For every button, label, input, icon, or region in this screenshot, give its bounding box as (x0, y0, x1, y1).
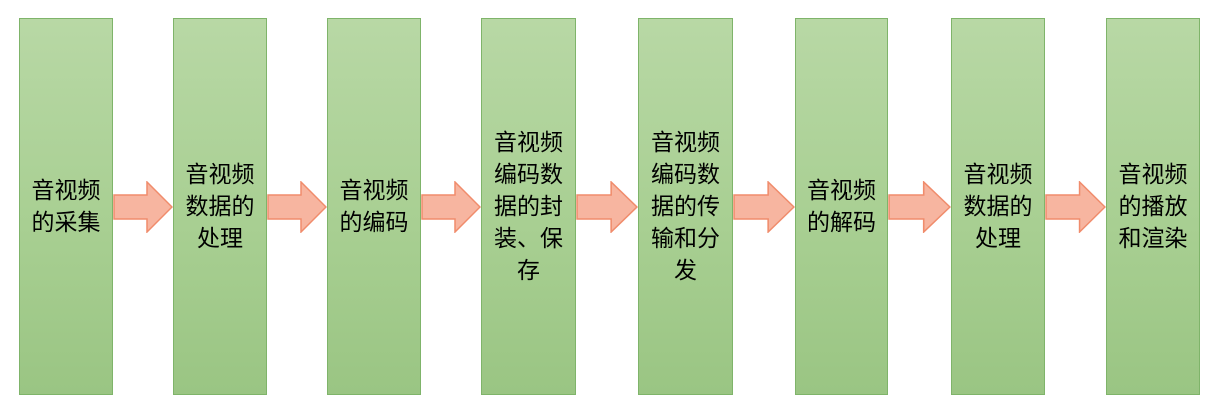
step-box-transmission: 音视频 编码数 据的传 输和分 发 (638, 18, 733, 395)
step-label: 音视频 的解码 (807, 177, 876, 236)
step-label: 音视频 编码数 据的传 输和分 发 (651, 129, 720, 284)
step-label: 音视频 的播放 和渲染 (1118, 161, 1188, 252)
flow-arrow-right-icon (113, 181, 173, 233)
step-label: 音视频 的采集 (31, 177, 101, 236)
step-label: 音视频 数据的 处理 (963, 161, 1033, 252)
step-label: 音视频 编码数 据的封 装、保 存 (494, 129, 563, 284)
step-box-encoding: 音视频 的编码 (327, 18, 421, 395)
step-box-decoding: 音视频 的解码 (795, 18, 888, 395)
flow-arrow-right-icon (1045, 181, 1106, 233)
step-label: 音视频 数据的 处理 (185, 161, 255, 252)
step-box-capture: 音视频 的采集 (19, 18, 113, 395)
step-label: 音视频 的编码 (339, 177, 409, 236)
flow-arrow-right-icon (267, 181, 327, 233)
step-box-processing: 音视频 数据的 处理 (173, 18, 267, 395)
step-box-packaging: 音视频 编码数 据的封 装、保 存 (481, 18, 576, 395)
step-box-playback: 音视频 的播放 和渲染 (1106, 18, 1200, 395)
flow-arrow-right-icon (888, 181, 951, 233)
flow-arrow-right-icon (733, 181, 795, 233)
flow-arrow-right-icon (576, 181, 638, 233)
step-box-post-processing: 音视频 数据的 处理 (951, 18, 1045, 395)
flow-arrow-right-icon (421, 181, 481, 233)
